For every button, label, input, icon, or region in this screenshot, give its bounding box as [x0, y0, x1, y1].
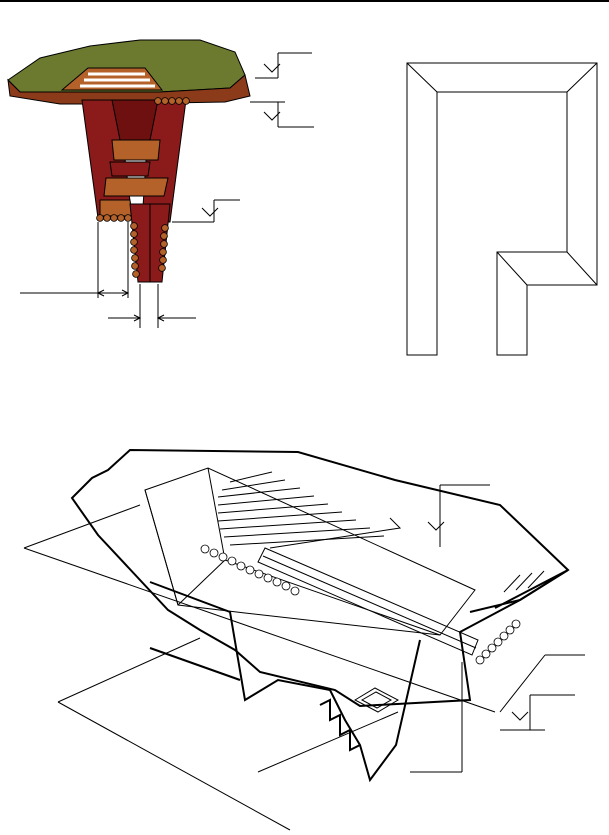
frame-plan-panel — [400, 56, 605, 358]
frame-plan-drawing — [406, 62, 598, 356]
frame-miter-top-right — [566, 62, 598, 93]
level-marker-bottom — [172, 199, 240, 223]
iso-level-marker-bottom — [500, 694, 575, 731]
pipe-column-left — [130, 222, 140, 278]
ground-edge-right — [469, 569, 569, 613]
top-rule — [0, 0, 609, 2]
hatch-lines — [217, 471, 545, 593]
pit-lower-walls — [149, 581, 421, 783]
timber-strut-1 — [111, 139, 161, 161]
iso-level-marker-top — [427, 484, 490, 547]
timber-strut-4 — [99, 199, 133, 217]
pipe-column-right — [158, 224, 169, 272]
level-marker-top — [255, 52, 312, 79]
pipe-row-top — [154, 97, 190, 105]
frame-outer-outline — [406, 62, 598, 356]
opening-boards — [80, 72, 155, 88]
ground-outline — [70, 448, 570, 708]
frame-miter-right-bottom — [566, 251, 598, 286]
trench-section-drawing — [7, 39, 314, 328]
timber-strut-3 — [103, 177, 169, 197]
isometric-excavation-drawing — [23, 448, 585, 831]
dimension-lines — [20, 222, 196, 328]
frame-miter-inner-corner — [496, 251, 528, 286]
level-marker-middle — [250, 101, 314, 128]
isometric-excavation-panel — [0, 445, 609, 835]
pipe-row-right — [475, 619, 521, 665]
frame-miter-top-left — [406, 62, 438, 93]
trench-core — [111, 99, 159, 141]
timber-strut-2 — [109, 161, 151, 177]
rail-beam — [257, 517, 479, 656]
pipe-row-left — [200, 544, 300, 596]
small-opening — [353, 687, 400, 713]
iso-dimension-lines — [23, 504, 585, 831]
trench-section-panel — [0, 30, 330, 340]
pipe-row-middle — [96, 214, 132, 222]
pit-walls — [144, 467, 476, 636]
soil-layer — [7, 74, 251, 105]
